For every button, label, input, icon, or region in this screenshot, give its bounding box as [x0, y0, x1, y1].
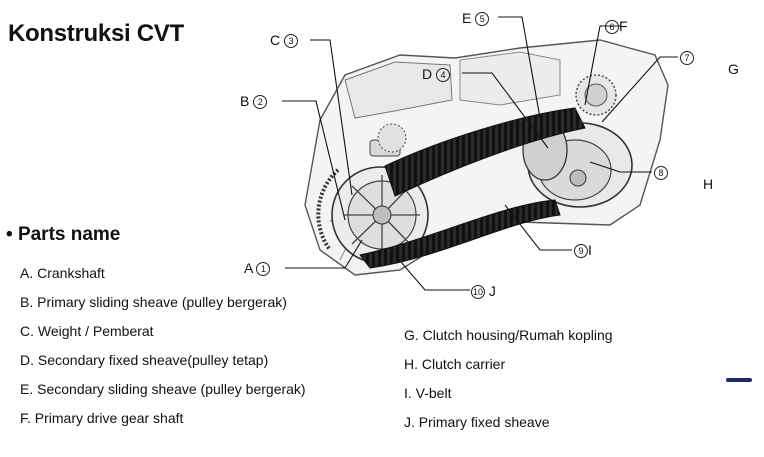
- list-item: F. Primary drive gear shaft: [20, 410, 184, 426]
- list-item: I. V-belt: [404, 385, 452, 401]
- callout-a: A 1: [244, 260, 271, 277]
- callout-num-8: 8: [654, 164, 668, 181]
- list-item: B. Primary sliding sheave (pulley berger…: [20, 294, 287, 310]
- edge-mark: [726, 378, 752, 382]
- callout-e: E 5: [462, 10, 490, 27]
- list-item: E. Secondary sliding sheave (pulley berg…: [20, 381, 306, 397]
- callout-b: B 2: [240, 93, 268, 110]
- parts-list-left: A. Crankshaft B. Primary sliding sheave …: [20, 264, 306, 438]
- parts-section-title: • Parts name: [6, 224, 121, 245]
- list-item: C. Weight / Pemberat: [20, 323, 154, 339]
- callout-d: D 4: [422, 66, 451, 83]
- list-item: J. Primary fixed sheave: [404, 414, 550, 430]
- callout-g: G: [728, 61, 739, 77]
- callout-h: H: [703, 176, 714, 192]
- callout-c: C 3: [270, 32, 299, 49]
- page-title: Konstruksi CVT: [8, 20, 184, 47]
- list-item: G. Clutch housing/Rumah kopling: [404, 327, 613, 343]
- list-item: D. Secondary fixed sheave(pulley tetap): [20, 352, 269, 368]
- list-item: A. Crankshaft: [20, 265, 105, 281]
- callout-j: 10 J: [471, 283, 496, 300]
- list-item: H. Clutch carrier: [404, 356, 506, 372]
- parts-list-right: G. Clutch housing/Rumah kopling H. Clutc…: [404, 326, 613, 442]
- callout-num-7: 7: [680, 49, 694, 66]
